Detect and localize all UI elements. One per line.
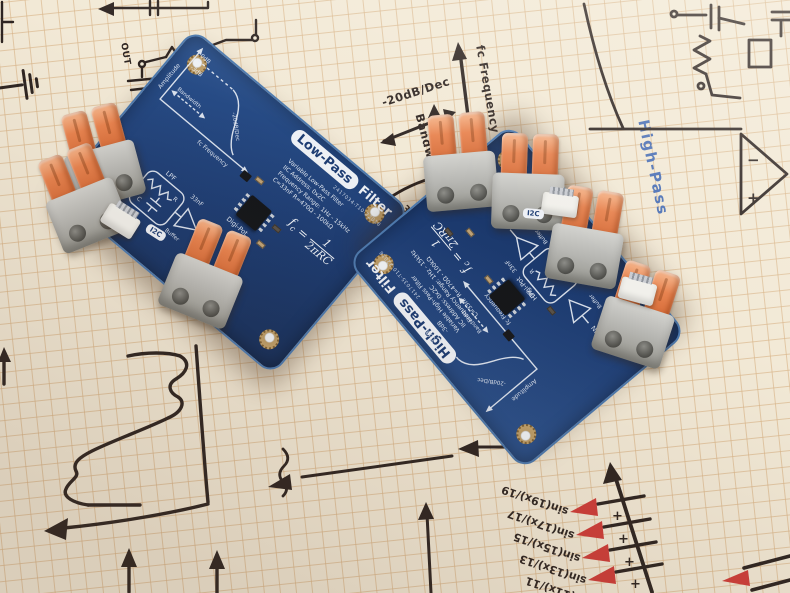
r-silk-label: R bbox=[171, 196, 179, 204]
resistor-silk bbox=[535, 270, 557, 297]
opamp-sketch bbox=[739, 132, 789, 216]
opamp-plus-sign: + bbox=[747, 189, 760, 207]
resistor-sketch bbox=[692, 34, 712, 76]
wago-lever bbox=[500, 132, 528, 178]
ground-symbol-sketch bbox=[0, 69, 39, 100]
mounting-hole bbox=[512, 420, 541, 449]
opamp-minus-sign: − bbox=[747, 151, 760, 169]
wire-hole bbox=[199, 297, 223, 320]
passive-component bbox=[271, 223, 282, 234]
wire-hole bbox=[555, 255, 576, 276]
buffer-silk-label: Buffer bbox=[588, 292, 604, 309]
high-pass-filter-board: High-Pass Filter 2417035-T10-22018 Varia… bbox=[346, 111, 688, 471]
c-silk-label: C bbox=[135, 195, 143, 203]
fourier-plus-signs: + + + + bbox=[612, 509, 641, 592]
slope-silk-label: -20dB/Dec bbox=[230, 112, 240, 141]
cap-value-silk-label: 33nF bbox=[189, 193, 205, 208]
cap-value-silk-label: 33nF bbox=[503, 258, 518, 274]
amplitude-silk-label: Amplitude bbox=[510, 377, 538, 402]
fourier-sketch bbox=[596, 462, 790, 593]
silkscreen-bode-graph: Amplitude 0dB -3dB -20dB/Dec Bandwidth f… bbox=[157, 47, 249, 173]
wire-hole bbox=[634, 338, 656, 361]
db3-silk-label: -3dB bbox=[189, 64, 204, 78]
wago-lever bbox=[531, 133, 559, 179]
db0-silk-label: 0dB bbox=[198, 53, 212, 66]
opamp-sign-labels: + − bbox=[747, 151, 760, 207]
db3-silk-label: -3dB bbox=[436, 319, 450, 334]
terminal-block bbox=[419, 110, 500, 213]
mounting-hole bbox=[255, 325, 284, 354]
wire-hole bbox=[588, 261, 609, 282]
passive-component bbox=[465, 227, 475, 238]
highpass-circuit-sketch bbox=[582, 2, 790, 216]
bandwidth-silk-label: Bandwidth bbox=[460, 307, 484, 334]
buffer-opamp-silk bbox=[172, 207, 198, 231]
slope-silk-label: -20dB/Dec bbox=[477, 376, 506, 386]
buffer-opamp-silk bbox=[515, 236, 540, 262]
wire-hole bbox=[169, 285, 192, 308]
silkscreen-circuit: IN Buffer HPF R C 33nF Buffer OUT bbox=[498, 214, 604, 334]
wago-body bbox=[422, 150, 500, 213]
wire-hole bbox=[602, 328, 625, 350]
waveform-sketch bbox=[0, 344, 225, 593]
fourier-red-arrows bbox=[570, 498, 750, 586]
r-silk-label: R bbox=[528, 267, 536, 275]
svg-text:+: + bbox=[624, 555, 635, 570]
i2c-badge: I2C bbox=[522, 207, 544, 220]
db0-silk-label: 0dB bbox=[425, 329, 438, 343]
block-silk-label: LPF bbox=[164, 169, 178, 183]
svg-text:+: + bbox=[618, 532, 629, 547]
svg-text:+: + bbox=[630, 577, 641, 592]
resistor-silk bbox=[147, 178, 172, 201]
passive-component bbox=[254, 175, 265, 186]
wire-hole bbox=[469, 183, 488, 202]
wire-hole bbox=[502, 204, 520, 223]
wire-hole bbox=[66, 222, 89, 245]
capacitor-silk bbox=[145, 197, 162, 213]
bandwidth-silk-label: Bandwidth bbox=[176, 87, 203, 111]
response-curve-sketch bbox=[582, 2, 625, 130]
low-pass-filter-board: Low-Pass Filter 2417034-T10-22018 Variab… bbox=[36, 27, 412, 377]
wire-hole bbox=[436, 185, 455, 205]
paper-arrows bbox=[268, 440, 542, 593]
svg-text:+: + bbox=[612, 509, 623, 524]
in-silk-label: IN bbox=[590, 324, 601, 334]
buffer-opamp-silk bbox=[568, 299, 592, 324]
